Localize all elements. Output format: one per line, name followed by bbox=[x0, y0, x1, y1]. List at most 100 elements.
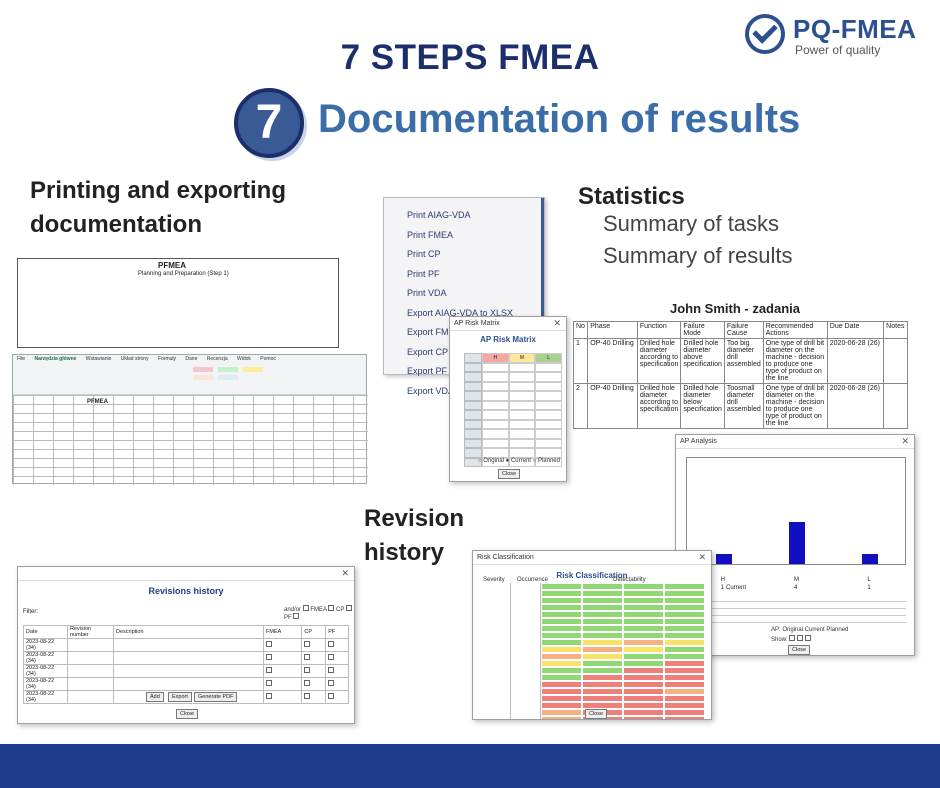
risk-class-close-button[interactable]: Close bbox=[585, 709, 608, 719]
menu-item-export-cp[interactable]: Export CP to XLSX bbox=[407, 346, 484, 357]
matrix-row bbox=[464, 419, 563, 429]
style-swatch[interactable] bbox=[243, 367, 263, 372]
menu-item-print-cp[interactable]: Print CP bbox=[407, 249, 441, 259]
excel-tabs: File Narzędzia główne Wstawianie Układ s… bbox=[17, 356, 284, 362]
menu-item-print-pf[interactable]: Print PF bbox=[407, 268, 440, 279]
ap-analysis-legend: AP: Original Current Planned bbox=[771, 627, 849, 633]
checkbox-original[interactable] bbox=[789, 635, 796, 641]
section-printing: Printing and exporting documentation bbox=[30, 174, 330, 242]
checkbox[interactable] bbox=[266, 667, 272, 673]
table-row[interactable]: 2023-08-22 (34) bbox=[23, 638, 349, 652]
checkbox[interactable] bbox=[304, 641, 311, 647]
filter-pf[interactable]: PF bbox=[284, 615, 292, 621]
risk-grid-row bbox=[481, 681, 705, 688]
chart-category-label: H bbox=[720, 577, 725, 583]
matrix-row bbox=[464, 429, 563, 439]
section-revision-line2: history bbox=[364, 539, 445, 566]
risk-grid-row bbox=[481, 674, 705, 681]
risk-grid-row bbox=[481, 618, 705, 625]
chart-bar-h bbox=[715, 553, 732, 564]
checkbox-and-or[interactable] bbox=[302, 605, 309, 611]
radio-current[interactable]: Current bbox=[510, 458, 531, 464]
risk-classification-grid bbox=[481, 583, 705, 719]
menu-item-print-fmea[interactable]: Print FMEA bbox=[407, 229, 454, 240]
risk-grid-row bbox=[481, 646, 705, 653]
matrix-row bbox=[464, 410, 563, 420]
excel-tab[interactable]: Układ strony bbox=[120, 356, 149, 362]
ap-matrix-radio-group[interactable]: ○ Original ● Current ○ Planned bbox=[478, 458, 560, 464]
excel-sheet[interactable] bbox=[13, 395, 368, 485]
excel-tab-active[interactable]: Narzędzia główne bbox=[34, 356, 77, 362]
checkbox-cp[interactable] bbox=[345, 605, 352, 611]
style-swatch[interactable] bbox=[243, 375, 263, 380]
add-revision-button[interactable]: Add bbox=[146, 692, 164, 702]
checkbox-planned[interactable] bbox=[804, 635, 811, 641]
generate-pdf-button[interactable]: Generate PDF bbox=[194, 692, 238, 702]
excel-tab[interactable]: Widok bbox=[237, 356, 251, 362]
checkbox[interactable] bbox=[266, 654, 272, 660]
checkbox[interactable] bbox=[328, 654, 335, 660]
excel-tab[interactable]: Recenzja bbox=[206, 356, 228, 362]
checkbox[interactable] bbox=[328, 680, 335, 686]
chart-value-label: 4 bbox=[794, 585, 798, 591]
table-row[interactable]: 2023-08-22 (34) bbox=[23, 651, 349, 665]
checkbox[interactable] bbox=[304, 654, 311, 660]
menu-scroll-edge bbox=[541, 198, 544, 374]
excel-tab[interactable]: Pomoc bbox=[260, 356, 276, 362]
menu-item-export-vda[interactable]: Export VDA bbox=[407, 385, 455, 396]
radio-original[interactable]: Original bbox=[483, 458, 504, 464]
excel-tab[interactable]: File bbox=[17, 356, 26, 362]
logo-tagline: Power of quality bbox=[795, 43, 881, 57]
col-pf: PF bbox=[325, 625, 349, 639]
menu-item-export-pf[interactable]: Export PF to XLSX bbox=[407, 366, 483, 376]
checkbox[interactable] bbox=[266, 693, 272, 699]
close-icon[interactable]: ✕ bbox=[553, 318, 561, 328]
checkbox-pf[interactable] bbox=[293, 613, 300, 619]
pfmea-sheet-title: PFMEA bbox=[158, 261, 186, 270]
ap-matrix-titlebar: AP Risk Matrix✕ bbox=[450, 317, 566, 331]
checkbox-current[interactable] bbox=[797, 635, 804, 641]
radio-planned[interactable]: Planned bbox=[537, 458, 560, 464]
pq-fmea-logo: PQ-FMEA Power of quality bbox=[745, 12, 935, 60]
menu-item-print-vda[interactable]: Print VDA bbox=[407, 288, 447, 298]
table-header-row: Date Revision number Description FMEA CP… bbox=[23, 625, 349, 639]
table-row[interactable]: 2023-08-22 (34) bbox=[23, 664, 349, 678]
table-row[interactable]: 2023-08-22 (34) bbox=[23, 677, 349, 691]
checkbox[interactable] bbox=[304, 693, 311, 699]
ap-matrix-close-button[interactable]: Close bbox=[498, 469, 521, 479]
close-icon[interactable]: ✕ bbox=[698, 552, 706, 562]
style-swatch[interactable] bbox=[218, 367, 238, 372]
checkbox[interactable] bbox=[328, 693, 335, 699]
checkbox[interactable] bbox=[328, 641, 335, 647]
checkbox-fmea[interactable] bbox=[328, 605, 335, 611]
excel-tab[interactable]: Wstawianie bbox=[85, 356, 112, 362]
filter-and-or[interactable]: and/or bbox=[284, 607, 302, 613]
export-revisions-button[interactable]: Export bbox=[168, 692, 192, 702]
style-swatch[interactable] bbox=[193, 375, 213, 380]
style-swatch[interactable] bbox=[218, 375, 238, 380]
close-icon[interactable]: ✕ bbox=[901, 436, 909, 446]
checkbox[interactable] bbox=[328, 667, 335, 673]
matrix-row bbox=[464, 372, 563, 382]
excel-tab[interactable]: Formuły bbox=[157, 356, 177, 362]
checkbox[interactable] bbox=[266, 641, 272, 647]
menu-item-export-aiag-vda[interactable]: Export AIAG-VDA to XLSX bbox=[407, 307, 514, 318]
filter-fmea[interactable]: FMEA bbox=[310, 607, 327, 613]
excel-tab[interactable]: Dane bbox=[185, 356, 198, 362]
ap-risk-matrix-window: AP Risk Matrix✕ AP Risk Matrix H M L ○ O… bbox=[449, 316, 567, 482]
checkbox[interactable] bbox=[266, 680, 272, 686]
revisions-close-button[interactable]: Close bbox=[176, 709, 199, 719]
style-swatch[interactable] bbox=[193, 367, 213, 372]
task-summary-title: John Smith - zadania bbox=[670, 301, 801, 316]
step-badge: 7 bbox=[234, 88, 304, 158]
checkbox[interactable] bbox=[304, 667, 311, 673]
footer-bar bbox=[0, 744, 940, 788]
menu-item-print-aiag-vda[interactable]: Print AIAG-VDA bbox=[407, 210, 471, 220]
excel-sheet-title: PFMEA bbox=[87, 399, 108, 405]
ap-analysis-list[interactable] bbox=[686, 601, 906, 623]
risk-grid-row bbox=[481, 632, 705, 639]
checkbox[interactable] bbox=[304, 680, 311, 686]
filter-cp[interactable]: CP bbox=[336, 607, 345, 613]
ap-analysis-close-button[interactable]: Close bbox=[788, 645, 811, 655]
close-icon[interactable]: ✕ bbox=[341, 568, 349, 578]
